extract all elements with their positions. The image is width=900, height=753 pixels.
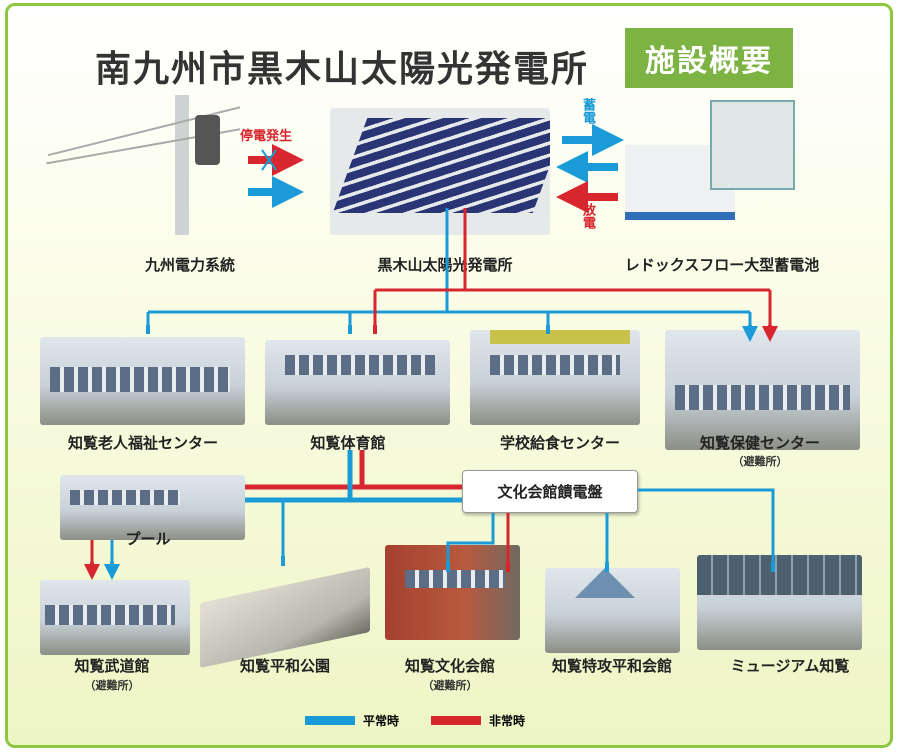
outage-label: 停電発生 [240, 129, 293, 144]
elderly-center-image [40, 337, 245, 425]
budokan-image [40, 580, 190, 655]
facility-overview-badge: 施設概要 [625, 28, 793, 88]
peace-park-label: 知覧平和公園 [239, 657, 331, 675]
lunch-center-image [470, 330, 640, 425]
outage-x-icon [261, 149, 277, 171]
museum-image [697, 555, 862, 650]
feeder-panel-box: 文化会館饋電盤 [462, 470, 638, 513]
tokko-hall-image [545, 568, 680, 653]
pool-image [60, 475, 245, 540]
normal-line [146, 208, 752, 330]
elderly-center-label: 知覧老人福祉センター [67, 434, 219, 452]
legend: 平常時 非常時 [305, 712, 525, 729]
budokan-shelter-note: （避難所） [84, 679, 140, 692]
battery-label: レドックスフロー大型蓄電池 [624, 256, 820, 274]
health-center-shelter-note: （避難所） [732, 455, 788, 468]
culture-hall-image [385, 545, 520, 640]
solar-label: 黒木山太陽光発電所 [377, 256, 513, 274]
power-pole-image [45, 95, 240, 235]
legend-emergency-label: 非常時 [489, 714, 526, 728]
tokko-hall-label: 知覧特攻平和会館 [551, 657, 673, 675]
solar-plant-image [330, 108, 550, 235]
gym-image [265, 340, 450, 425]
health-center-label: 知覧保健センター [699, 434, 821, 452]
culture-hall-label: 知覧文化会館 [404, 657, 496, 675]
legend-emergency-swatch [431, 716, 482, 725]
culture-hall-shelter-note: （避難所） [422, 679, 478, 692]
museum-label: ミュージアム知覧 [730, 657, 850, 675]
page-title: 南九州市黒木山太陽光発電所 [95, 49, 590, 90]
legend-normal-swatch [305, 716, 355, 725]
grid-label: 九州電力系統 [144, 256, 236, 274]
budokan-label: 知覧武道館 [74, 657, 150, 675]
emergency-line [373, 208, 772, 330]
gym-label: 知覧体育館 [310, 434, 386, 452]
lunch-center-label: 学校給食センター [499, 434, 621, 452]
legend-normal-label: 平常時 [363, 714, 400, 728]
pool-label: プール [125, 530, 171, 548]
charge-label: 蓄電 [580, 98, 595, 124]
battery-image [625, 100, 800, 225]
health-center-image [665, 330, 860, 450]
